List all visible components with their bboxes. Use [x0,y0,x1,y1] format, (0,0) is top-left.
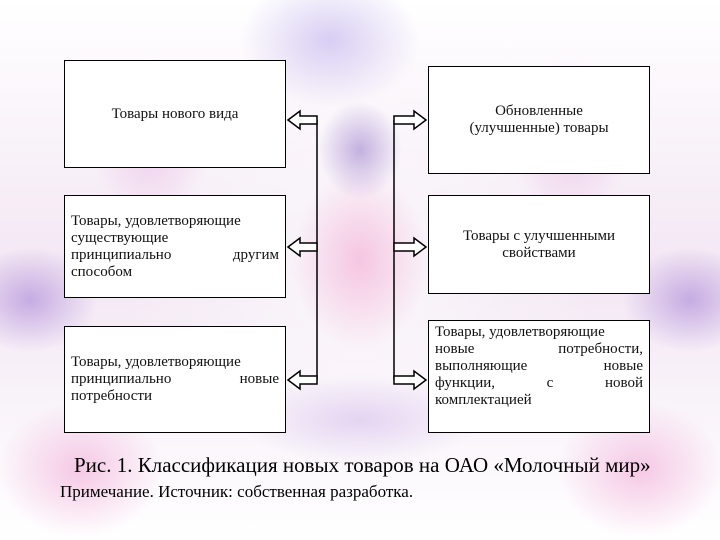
arrow-to-right-box-2 [393,236,428,258]
box-line: Обновленные [495,103,583,119]
box-existing-needs-new-way: Товары, удовлетворяющие существующие при… [64,195,286,298]
box-line: Товары, удовлетворяющие [435,324,605,340]
box-new-needs: Товары, удовлетворяющие принципиально но… [64,326,286,433]
box-line: (улучшенные) товары [469,120,609,136]
box-new-functions: Товары, удовлетворяющие новые потребност… [428,320,650,433]
box-line: функции, с новой [435,375,643,391]
box-line: потребности [71,388,152,404]
arrow-to-left-box-1 [286,109,318,131]
box-line: комплектацией [435,392,532,408]
box-line: новые потребности, [435,341,643,357]
box-line: принципиально другим [71,246,279,263]
figure-caption: Рис. 1. Классификация новых товаров на О… [74,453,651,477]
box-updated-goods: Обновленные (улучшенные) товары [428,66,650,174]
box-line: свойствами [502,244,576,261]
box-line: принципиально новые [71,371,279,387]
arrow-to-left-box-2 [286,236,318,258]
arrow-to-right-box-3 [393,369,428,391]
box-line: способом [71,263,133,280]
box-line: Товары с улучшенными [462,227,616,244]
box-line: Товары, удовлетворяющие [71,354,241,370]
box-line: выполняющие новые [435,358,643,374]
source-note: Примечание. Источник: собственная разраб… [60,482,414,501]
box-text: Товары нового вида [111,105,239,122]
arrow-to-left-box-3 [286,369,318,391]
box-new-type-goods: Товары нового вида [64,60,286,168]
box-line: существующие [71,229,169,246]
box-line: Товары, удовлетворяющие [71,212,241,229]
box-improved-properties: Товары с улучшенными свойствами [428,195,650,294]
arrow-to-right-box-1 [393,109,428,131]
